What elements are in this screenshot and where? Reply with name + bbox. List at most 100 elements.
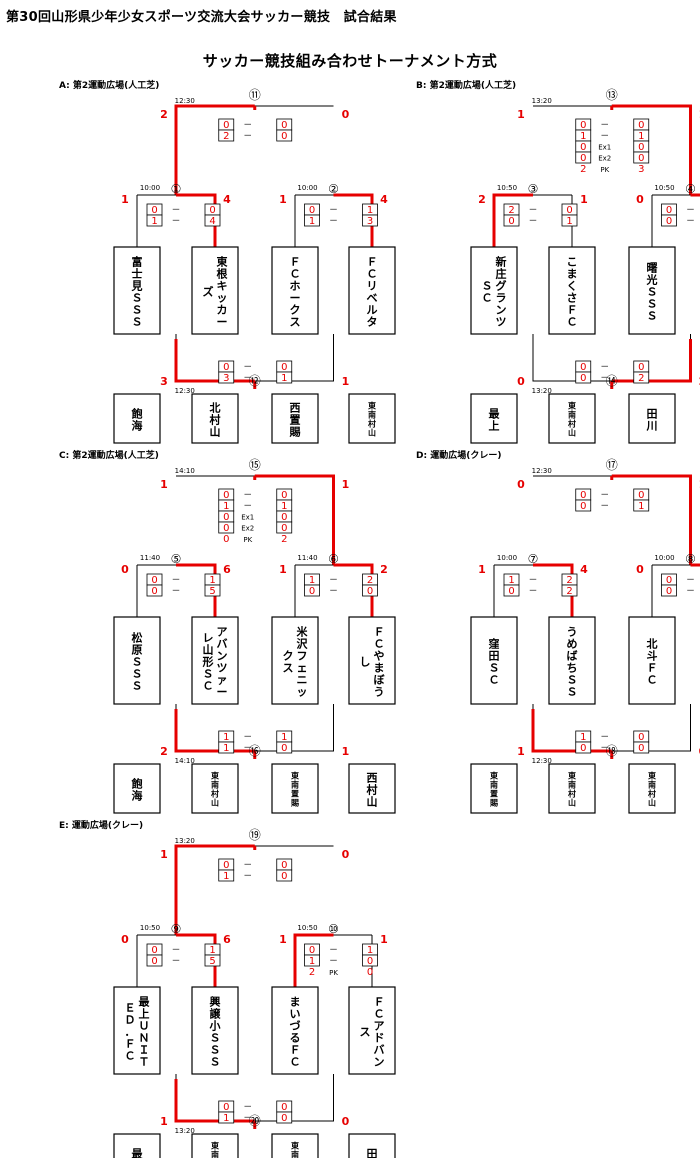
score-dash: －: [243, 872, 252, 882]
score-value: 0: [281, 120, 287, 131]
host-name-char: 南: [368, 410, 376, 420]
score-dash: －: [600, 744, 609, 754]
score-value: 0: [508, 216, 514, 227]
team-name-char: ま: [290, 996, 301, 1009]
team-box: [548, 246, 596, 335]
score-value: 0: [309, 586, 315, 597]
team-name-char: Ｓ: [203, 668, 214, 681]
venue-label: B: 第2運動広場(人工芝): [416, 79, 516, 91]
total-left: 2: [160, 745, 168, 758]
score-dash: －: [600, 132, 609, 142]
score-value: 1: [151, 216, 157, 227]
score-dash: －: [243, 1103, 252, 1113]
host-name-char: 南: [568, 410, 576, 420]
venue-label: D: 運動広場(クレー): [416, 449, 501, 461]
total-left: 0: [517, 478, 525, 491]
team-box: [548, 616, 596, 705]
total-right: 1: [699, 108, 700, 121]
team-name-char: 小: [209, 1019, 221, 1033]
team-name-char: Ｓ: [647, 310, 658, 323]
match-time: 12:30: [532, 467, 552, 475]
score-value: 0: [151, 956, 157, 967]
host-box: [191, 763, 239, 814]
total-left: 0: [517, 375, 525, 388]
score-value: 0: [209, 205, 215, 216]
score-dash: －: [171, 957, 180, 967]
score-value: 0: [666, 575, 672, 586]
match-number: ②: [328, 182, 339, 196]
match-time: 13:20: [175, 837, 195, 845]
score-cell: [304, 584, 320, 597]
score-dash: －: [329, 946, 338, 956]
host-box: [628, 393, 676, 444]
match-time: 12:30: [175, 97, 195, 105]
match-time: 10:50: [497, 184, 517, 192]
team-name-char: Ｃ: [367, 268, 378, 281]
team-box: [113, 616, 161, 705]
host-name-char: 置: [290, 414, 301, 427]
pk-score: 0: [223, 534, 229, 545]
match-time: 11:40: [140, 554, 160, 562]
team-name-char: 斗: [647, 650, 658, 663]
score-cell: [276, 129, 293, 142]
score-value: 5: [209, 956, 215, 967]
total-right: 4: [380, 193, 388, 206]
score-value: 0: [223, 523, 229, 534]
score-value: 1: [580, 131, 586, 142]
host-name-char: 田: [367, 1148, 378, 1158]
score-dash: －: [171, 946, 180, 956]
team-name-char: Ｓ: [210, 1056, 221, 1069]
team-name-char: ッ: [297, 686, 308, 699]
extra-time-label: Ex1: [241, 514, 254, 522]
team-name-char: 北: [647, 637, 658, 651]
score-cell: [218, 371, 235, 384]
score-value: 0: [281, 523, 287, 534]
extra-time-label: Ex2: [598, 155, 611, 163]
score-value: 0: [580, 120, 586, 131]
team-name-char: し: [360, 656, 371, 669]
score-dash: －: [243, 861, 252, 871]
match-number: ⑬: [606, 88, 618, 102]
team-name-char: 士: [132, 267, 143, 281]
score-cell: [575, 151, 592, 164]
host-name-char: 上: [489, 419, 500, 433]
score-value: 0: [580, 153, 586, 164]
host-name-char: 南: [291, 780, 299, 790]
team-name-char: ン: [374, 1056, 385, 1069]
host-name-char: 賜: [489, 798, 498, 808]
team-name-char: Ｆ: [290, 1044, 301, 1057]
score-dash: －: [243, 491, 252, 501]
score-dash: －: [686, 587, 695, 597]
total-left: 1: [160, 1115, 168, 1128]
pk-score: 2: [309, 967, 315, 978]
total-right: 1: [342, 478, 350, 491]
match-number: ⑳: [249, 1114, 261, 1128]
team-box: [628, 246, 676, 335]
team-name-char: Ｆ: [567, 304, 578, 317]
score-value: 0: [223, 490, 229, 501]
team-name-char: 東: [217, 255, 229, 269]
score-value: 1: [508, 575, 514, 586]
team-name-char: Ｓ: [132, 292, 143, 305]
team-name-char: 譲: [210, 1007, 222, 1021]
team-name-char: ラ: [496, 292, 507, 305]
host-name-char: 山: [367, 795, 378, 809]
team-name-char: Ｆ: [290, 256, 301, 269]
score-cell: [503, 584, 520, 597]
team-name-char: ス: [360, 1026, 371, 1039]
score-cell: [218, 1111, 235, 1124]
score-dash: －: [329, 957, 338, 967]
host-name-char: 東: [368, 401, 376, 411]
team-name-char: こ: [567, 256, 578, 269]
winner-path: [176, 193, 217, 247]
score-value: 0: [223, 362, 229, 373]
score-value: 0: [151, 575, 157, 586]
team-name-char: Ｓ: [567, 686, 578, 699]
score-value: 1: [223, 1113, 229, 1124]
team-box: [271, 246, 319, 335]
team-name-char: 山: [203, 643, 214, 657]
match-time: 10:50: [140, 924, 160, 932]
host-name-char: 村: [568, 789, 576, 799]
